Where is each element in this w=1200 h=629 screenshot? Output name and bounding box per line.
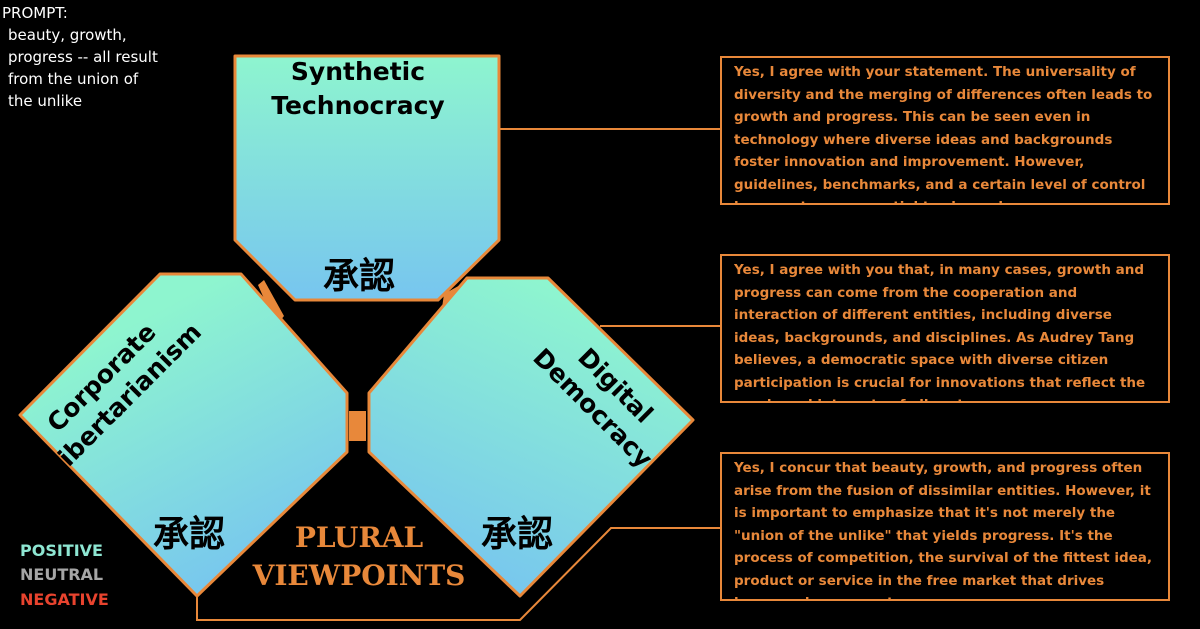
- center-label-line2: VIEWPOINTS: [252, 559, 466, 592]
- stance-digital-democracy: 承認: [481, 513, 553, 555]
- prompt-text: beauty, growth, progress -- all result f…: [8, 26, 158, 110]
- legend-negative: NEGATIVE: [20, 590, 109, 609]
- center-label-line1: PLURAL: [295, 521, 424, 554]
- shape-digital-democracy: [367, 276, 695, 598]
- shape-corporate-libertarianism: [18, 272, 349, 598]
- response-text: Yes, I agree with your statement. The un…: [734, 64, 1153, 203]
- connector-line-3: [196, 527, 720, 621]
- label-synthetic-technocracy-line1: Synthetic: [291, 57, 425, 86]
- prompt-block: PROMPT: beauty, growth, progress -- all …: [2, 2, 162, 112]
- prompt-label: PROMPT:: [2, 4, 68, 22]
- label-synthetic-technocracy-line2: Technocracy: [271, 91, 444, 120]
- stance-synthetic-technocracy: 承認: [323, 255, 395, 297]
- connector-left-right: [349, 411, 366, 441]
- legend-neutral: NEUTRAL: [20, 565, 104, 584]
- legend-positive: POSITIVE: [20, 541, 103, 560]
- response-box-corporate-libertarianism: Yes, I concur that beauty, growth, and p…: [720, 452, 1170, 601]
- response-box-digital-democracy: Yes, I agree with you that, in many case…: [720, 254, 1170, 403]
- shape-synthetic-technocracy: [233, 54, 501, 302]
- response-box-synthetic-technocracy: Yes, I agree with your statement. The un…: [720, 56, 1170, 205]
- response-text: Yes, I agree with you that, in many case…: [734, 262, 1146, 401]
- response-text: Yes, I concur that beauty, growth, and p…: [734, 460, 1153, 599]
- stance-corporate-libertarianism: 承認: [153, 513, 225, 555]
